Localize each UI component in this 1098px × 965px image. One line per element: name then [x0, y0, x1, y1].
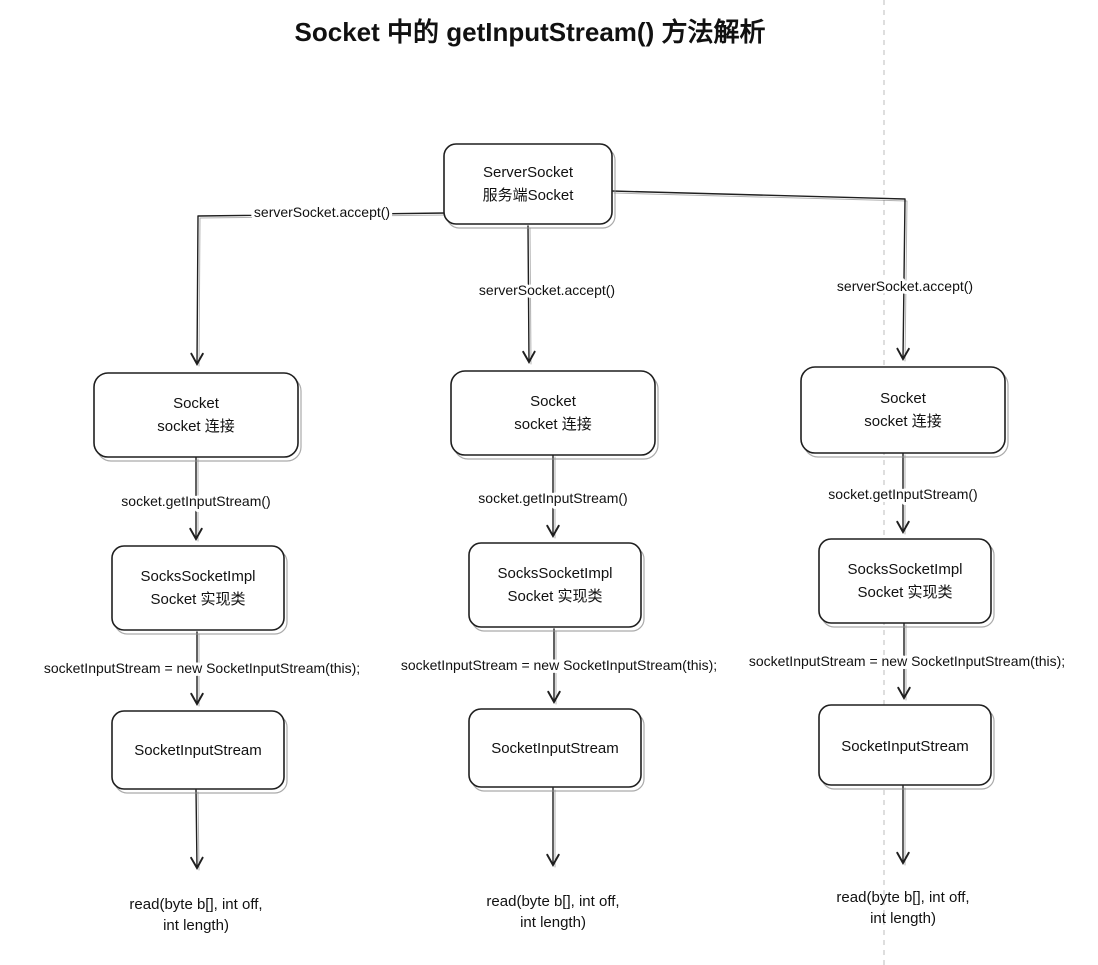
node-socket-right: Socket socket 连接	[800, 366, 1009, 458]
node-stream-mid-label: SocketInputStream	[491, 740, 619, 757]
node-stream-right: SocketInputStream	[818, 704, 995, 790]
node-serversocket: ServerSocket 服务端Socket	[443, 143, 616, 229]
edge-label-accept-left: serverSocket.accept()	[254, 204, 390, 220]
node-impl-left-line1: SocksSocketImpl	[140, 568, 255, 585]
arrow-left-socket-to-impl	[189, 456, 203, 542]
arrow-root-to-left-socket	[190, 212, 449, 367]
node-impl-mid-box	[468, 542, 642, 628]
read-label-right-line2: int length)	[870, 910, 936, 927]
read-label-mid: read(byte b[], int off, int length)	[486, 893, 619, 931]
arrow-mid-stream-to-read	[546, 787, 560, 868]
arrow-right-socket-to-impl	[896, 452, 910, 535]
node-socket-left-box	[93, 372, 299, 458]
arrow-left-stream-to-read	[190, 789, 204, 871]
edge-label-newstream-right: socketInputStream = new SocketInputStrea…	[749, 653, 1065, 669]
arrow-root-to-right-socket	[611, 190, 910, 362]
arrow-right-stream-to-read	[896, 785, 910, 866]
node-serversocket-line1: ServerSocket	[483, 164, 574, 181]
read-label-mid-line1: read(byte b[], int off,	[486, 893, 619, 910]
node-serversocket-box	[443, 143, 613, 225]
diagram-title: Socket 中的 getInputStream() 方法解析	[295, 17, 766, 47]
node-impl-right-line2: Socket 实现类	[857, 584, 952, 601]
node-stream-left: SocketInputStream	[111, 710, 288, 794]
node-socket-right-line2: socket 连接	[864, 413, 942, 430]
node-socket-mid: Socket socket 连接	[450, 370, 659, 460]
arrow-mid-impl-to-stream	[547, 628, 561, 705]
node-socket-mid-box	[450, 370, 656, 456]
node-stream-mid: SocketInputStream	[468, 708, 645, 792]
read-label-mid-line2: int length)	[520, 914, 586, 931]
edge-label-getinputstream-left: socket.getInputStream()	[121, 493, 270, 509]
arrow-mid-socket-to-impl	[546, 454, 560, 539]
node-socket-left-line2: socket 连接	[157, 418, 235, 435]
edge-label-getinputstream-right: socket.getInputStream()	[828, 486, 977, 502]
read-label-left-line2: int length)	[163, 917, 229, 934]
node-stream-left-box	[111, 710, 285, 790]
node-stream-left-label: SocketInputStream	[134, 742, 262, 759]
arrow-right-impl-to-stream	[897, 622, 911, 701]
arrow-left-impl-to-stream	[190, 631, 204, 707]
node-stream-right-label: SocketInputStream	[841, 738, 969, 755]
node-socket-right-line1: Socket	[880, 390, 927, 407]
edge-label-newstream-mid: socketInputStream = new SocketInputStrea…	[401, 657, 717, 673]
node-impl-left-box	[111, 545, 285, 631]
edge-label-getinputstream-mid: socket.getInputStream()	[478, 490, 627, 506]
node-impl-mid-line1: SocksSocketImpl	[497, 565, 612, 582]
node-impl-left-line2: Socket 实现类	[150, 591, 245, 608]
node-socket-right-box	[800, 366, 1006, 454]
node-impl-right-box	[818, 538, 992, 624]
node-impl-mid: SocksSocketImpl Socket 实现类	[468, 542, 645, 632]
node-socket-mid-line1: Socket	[530, 393, 577, 410]
node-impl-left: SocksSocketImpl Socket 实现类	[111, 545, 288, 635]
node-impl-right: SocksSocketImpl Socket 实现类	[818, 538, 995, 628]
node-socket-mid-line2: socket 连接	[514, 416, 592, 433]
node-socket-left: Socket socket 连接	[93, 372, 302, 462]
node-impl-mid-line2: Socket 实现类	[507, 588, 602, 605]
read-label-right-line1: read(byte b[], int off,	[836, 889, 969, 906]
node-impl-right-line1: SocksSocketImpl	[847, 561, 962, 578]
node-socket-left-line1: Socket	[173, 395, 220, 412]
read-label-right: read(byte b[], int off, int length)	[836, 889, 969, 927]
edge-label-accept-right: serverSocket.accept()	[837, 278, 973, 294]
edge-label-accept-mid: serverSocket.accept()	[479, 282, 615, 298]
read-label-left: read(byte b[], int off, int length)	[129, 896, 262, 934]
node-stream-right-box	[818, 704, 992, 786]
node-serversocket-line2: 服务端Socket	[483, 187, 575, 204]
arrow-root-to-mid-socket	[522, 225, 536, 365]
edge-label-newstream-left: socketInputStream = new SocketInputStrea…	[44, 660, 360, 676]
node-stream-mid-box	[468, 708, 642, 788]
read-label-left-line1: read(byte b[], int off,	[129, 896, 262, 913]
